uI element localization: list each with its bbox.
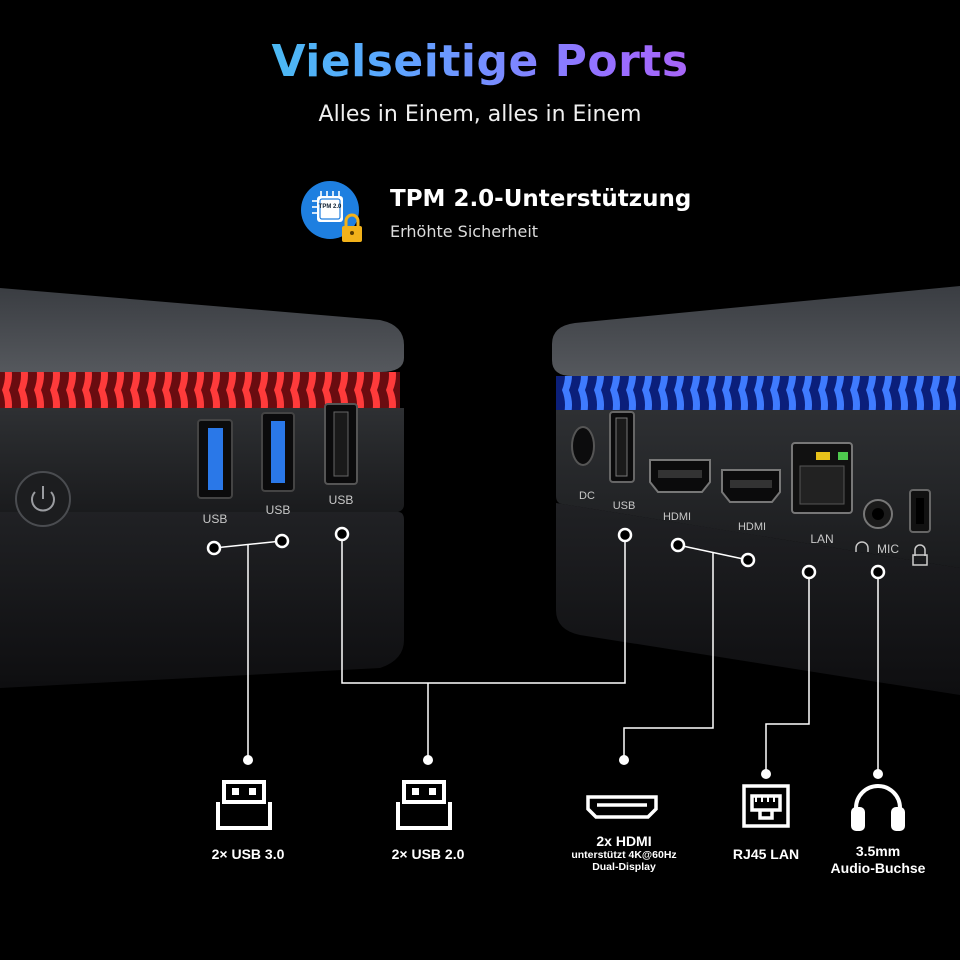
usb-icon xyxy=(216,780,272,830)
usb3-callout-title: 2× USB 3.0 xyxy=(211,846,285,862)
left-port-label-2: USB xyxy=(266,503,291,517)
right-mini-pc: DC USB HDMI HDMI LAN MIC xyxy=(552,286,960,695)
hdmi-callout-line3: Dual-Display xyxy=(592,861,656,873)
right-port-label-lan: LAN xyxy=(810,532,833,546)
right-blue-vent xyxy=(556,376,960,410)
lan-icon xyxy=(742,784,790,828)
usb-icon xyxy=(396,780,452,830)
audio-jack xyxy=(863,499,893,529)
hdmi-icon xyxy=(586,795,658,819)
page-subtitle: Alles in Einem, alles in Einem xyxy=(318,102,642,127)
headphones-icon xyxy=(851,784,905,831)
dc-jack xyxy=(571,426,595,466)
left-red-vent xyxy=(0,372,400,408)
left-mini-pc: USB USB USB xyxy=(0,288,404,688)
page-title: Vielseitige Ports xyxy=(0,36,960,87)
hdmi-callout-line2: unterstützt 4K@60Hz xyxy=(571,849,677,861)
headphone-mini-icon xyxy=(855,541,869,552)
hdmi-port-2 xyxy=(721,469,781,503)
hdmi-callout-title: 2x HDMI xyxy=(596,833,652,849)
tpm-chip-label: TPM 2.0 xyxy=(319,204,342,210)
left-usb2-port xyxy=(324,403,358,485)
lan-callout-title: RJ45 LAN xyxy=(732,846,800,862)
tpm-title: TPM 2.0-Unterstützung xyxy=(390,186,692,212)
left-usb3-port-1 xyxy=(197,419,233,499)
usb2-callout-title: 2× USB 2.0 xyxy=(391,846,465,862)
left-port-label-1: USB xyxy=(203,512,228,526)
audio-callout-title: 3.5mm xyxy=(855,843,901,859)
lan-port xyxy=(791,442,853,514)
left-usb3-port-2 xyxy=(261,412,295,492)
hdmi-port-1 xyxy=(649,459,711,493)
kensington-lock-slot xyxy=(909,489,931,566)
tpm-subtitle: Erhöhte Sicherheit xyxy=(390,222,539,241)
right-port-label-usb: USB xyxy=(613,500,636,512)
lan-callout-label: RJ45 LAN xyxy=(706,846,826,862)
connector-lines xyxy=(213,534,879,774)
padlock-icon xyxy=(342,213,362,242)
usb2-callout-label: 2× USB 2.0 xyxy=(348,846,508,862)
right-port-label-dc: DC xyxy=(579,490,595,502)
usb3-callout-label: 2× USB 3.0 xyxy=(168,846,328,862)
left-port-label-3: USB xyxy=(329,493,354,507)
right-port-label-mic: MIC xyxy=(877,542,899,556)
audio-callout-line2: Audio-Buchse xyxy=(830,860,926,876)
hdmi-callout-label: 2x HDMI unterstützt 4K@60Hz Dual-Display xyxy=(544,833,704,873)
right-port-label-hdmi-2: HDMI xyxy=(738,521,766,533)
audio-callout-label: 3.5mm Audio-Buchse xyxy=(812,843,944,877)
right-port-label-hdmi-1: HDMI xyxy=(663,511,691,523)
power-button xyxy=(15,471,71,527)
tpm-shield-icon: TPM 2.0 xyxy=(301,181,362,242)
connector-dots xyxy=(206,526,886,580)
connector-end-dots xyxy=(243,755,883,779)
right-usb-port xyxy=(609,411,635,483)
